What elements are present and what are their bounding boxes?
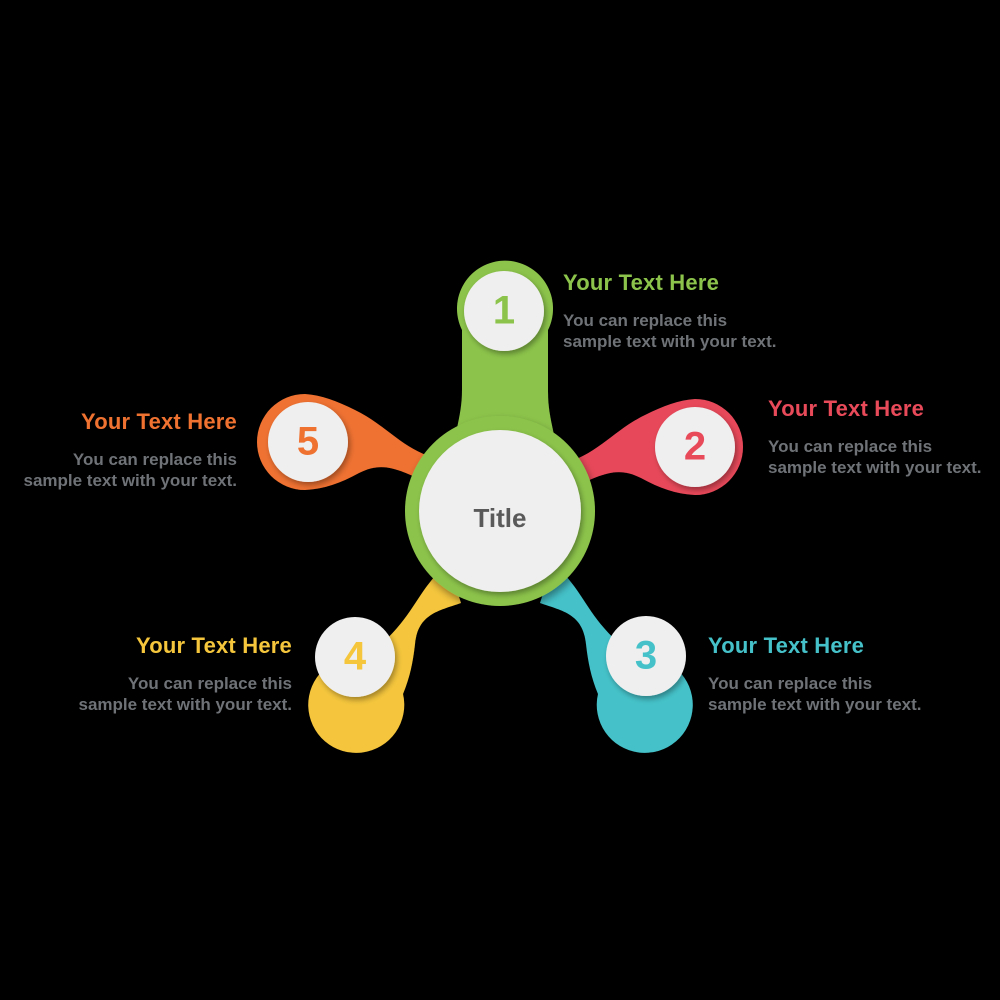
body-4: You can replace this sample text with yo… bbox=[0, 673, 293, 715]
node-number-2: 2 bbox=[684, 425, 706, 469]
body-4-line2: sample text with your text. bbox=[78, 695, 293, 714]
node-number-5: 5 bbox=[297, 420, 319, 464]
heading-1: Your Text Here bbox=[563, 270, 720, 295]
body-1: You can replace this sample text with yo… bbox=[563, 310, 863, 352]
text-block-5: Your Text Here You can replace this samp… bbox=[0, 409, 238, 491]
center-title: Title bbox=[474, 503, 527, 533]
text-block-1: Your Text Here You can replace this samp… bbox=[563, 270, 863, 352]
node-3[interactable]: 3 bbox=[606, 616, 686, 696]
text-block-2: Your Text Here You can replace this samp… bbox=[768, 396, 1000, 478]
body-5-line2: sample text with your text. bbox=[23, 471, 238, 490]
node-number-3: 3 bbox=[635, 634, 657, 678]
body-4-line1: You can replace this bbox=[127, 674, 292, 693]
body-3-line2: sample text with your text. bbox=[708, 695, 922, 714]
text-block-4: Your Text Here You can replace this samp… bbox=[0, 633, 293, 715]
body-1-line1: You can replace this bbox=[563, 311, 728, 330]
heading-4: Your Text Here bbox=[135, 633, 292, 658]
node-number-4: 4 bbox=[344, 635, 367, 679]
node-5[interactable]: 5 bbox=[268, 402, 348, 482]
heading-2: Your Text Here bbox=[768, 396, 925, 421]
body-5: You can replace this sample text with yo… bbox=[0, 449, 238, 491]
heading-3: Your Text Here bbox=[708, 633, 865, 658]
body-2-line2: sample text with your text. bbox=[768, 458, 982, 477]
body-2-line1: You can replace this bbox=[768, 437, 933, 456]
node-2[interactable]: 2 bbox=[655, 407, 735, 487]
body-3-line1: You can replace this bbox=[708, 674, 873, 693]
node-number-1: 1 bbox=[493, 289, 515, 333]
body-5-line1: You can replace this bbox=[72, 450, 237, 469]
heading-5: Your Text Here bbox=[80, 409, 237, 434]
body-2: You can replace this sample text with yo… bbox=[768, 436, 1000, 478]
center-node[interactable]: Title bbox=[405, 416, 595, 606]
text-block-3: Your Text Here You can replace this samp… bbox=[708, 633, 1000, 715]
body-3: You can replace this sample text with yo… bbox=[708, 673, 1000, 715]
node-4[interactable]: 4 bbox=[315, 617, 395, 697]
body-1-line2: sample text with your text. bbox=[563, 332, 777, 351]
node-1[interactable]: 1 bbox=[464, 271, 544, 351]
